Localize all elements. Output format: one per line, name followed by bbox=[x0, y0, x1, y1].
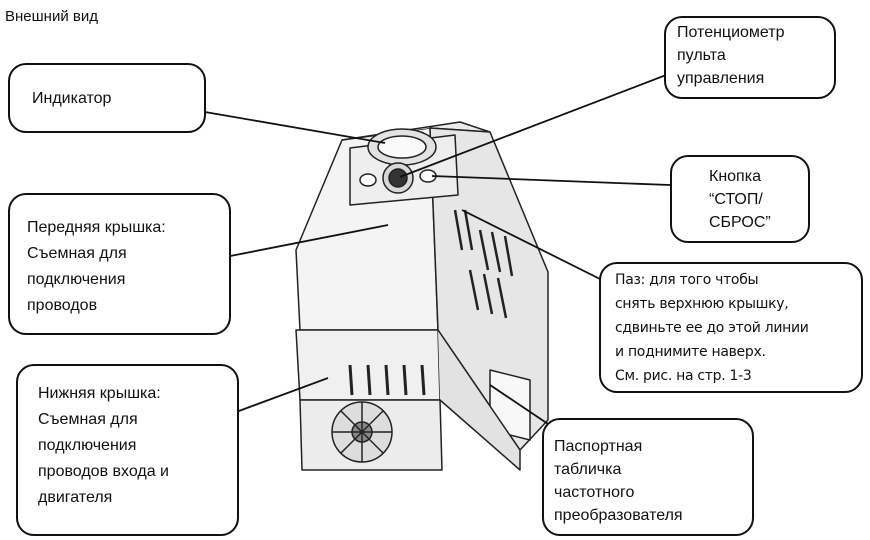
callout-bottom-cover: Нижняя крышка: Съемная для подключения п… bbox=[16, 364, 239, 536]
pointer-stop-reset bbox=[431, 175, 671, 186]
callout-indicator: Индикатор bbox=[8, 63, 206, 133]
callout-stop-reset: Кнопка “СТОП/ СБРОС” bbox=[670, 155, 810, 243]
pointer-front-cover bbox=[209, 224, 389, 261]
pointer-bottom-cover bbox=[227, 377, 329, 416]
callout-groove: Паз: для того чтобы снять верхнюю крышку… bbox=[599, 262, 863, 393]
run-button bbox=[359, 173, 377, 187]
callout-front-cover: Передняя крышка: Съемная для подключения… bbox=[8, 193, 231, 335]
pointer-potentiometer bbox=[399, 61, 701, 178]
page-title: Внешний вид bbox=[5, 8, 98, 25]
callout-potentiometer: Потенциометр пульта управления bbox=[664, 16, 836, 99]
callout-nameplate: Паспортная табличка частотного преобразо… bbox=[542, 418, 754, 536]
pointer-groove bbox=[461, 209, 613, 286]
pointer-indicator bbox=[204, 111, 386, 144]
